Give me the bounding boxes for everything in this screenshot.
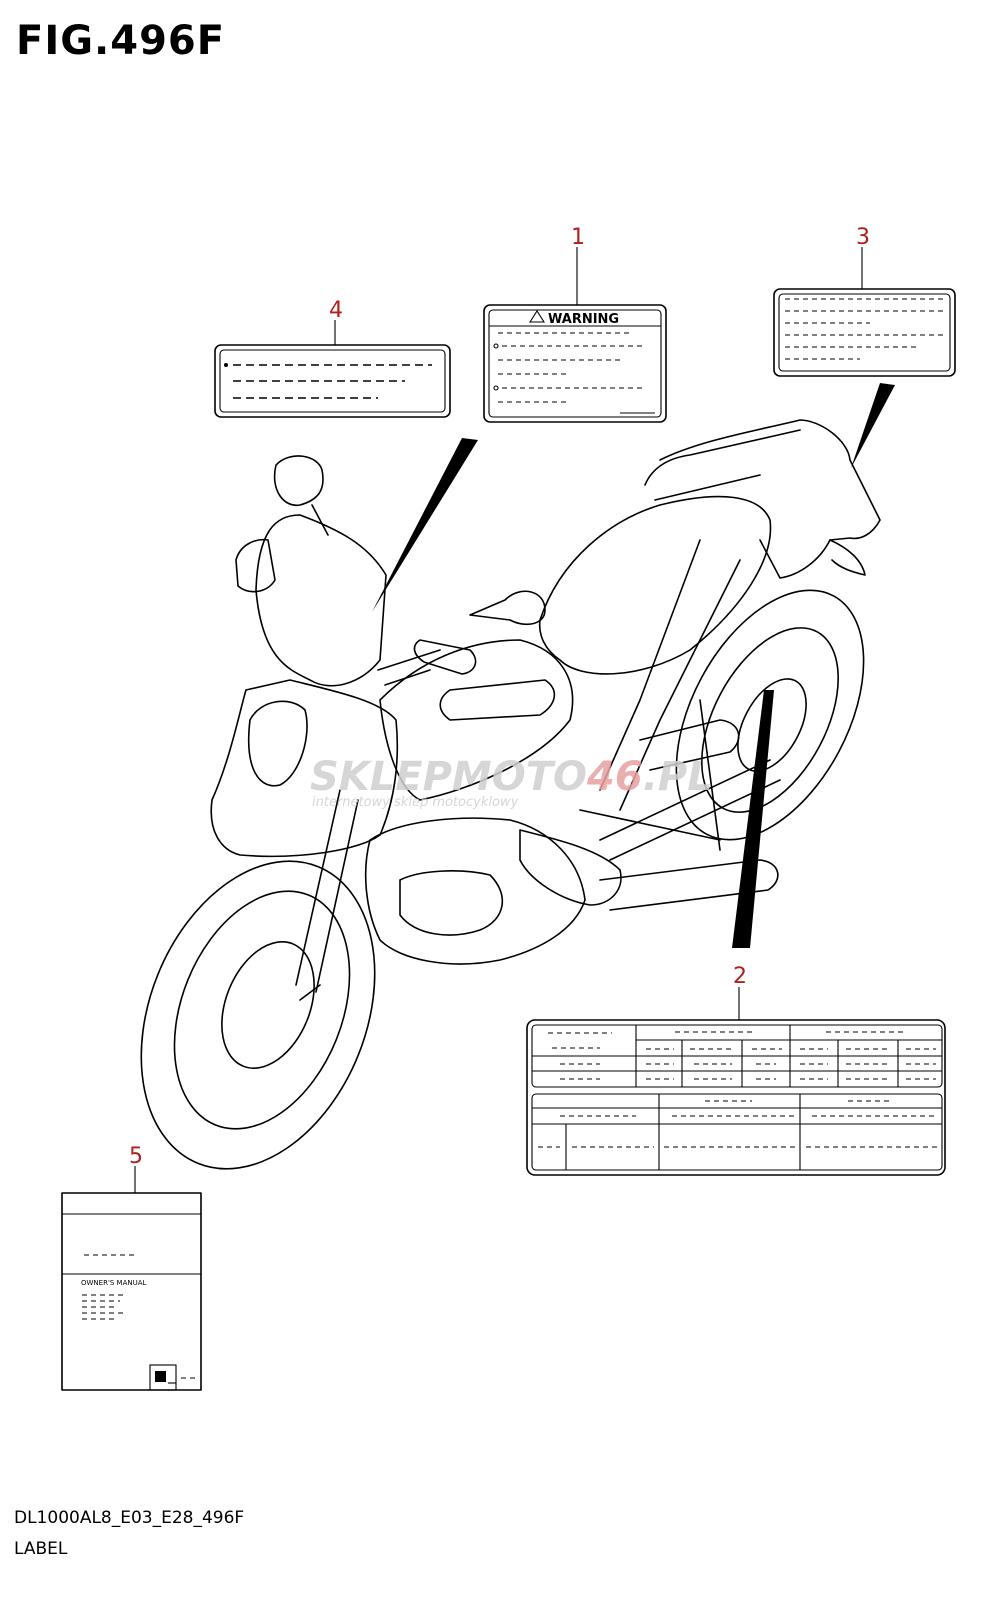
watermark: SKLEPMOTO46.PL internetowy sklep motocyk… — [310, 754, 713, 810]
warning-label-1: WARNING — [483, 304, 667, 423]
suzuki-logo-icon — [155, 1371, 166, 1382]
motorcycle-drawing — [140, 419, 881, 1170]
figure-title: FIG.496F — [16, 18, 226, 64]
watermark-brand-left: SKLEPMOTO — [310, 754, 587, 800]
info-label-2 — [526, 1019, 946, 1176]
callout-2: 2 — [733, 964, 747, 989]
watermark-tagline: internetowy sklep motocyklowy — [312, 795, 519, 810]
svg-text:SKLEPMOTO46.PL: SKLEPMOTO46.PL — [310, 754, 713, 800]
callout-1: 1 — [571, 225, 585, 250]
label-3 — [773, 288, 956, 377]
figure-code: DL1000AL8_E03_E28_496F — [14, 1508, 245, 1528]
watermark-brand-right: .PL — [643, 754, 713, 800]
callout-5: 5 — [129, 1144, 143, 1169]
label-4 — [214, 344, 451, 418]
pointer-wedges — [372, 383, 895, 948]
warning-text: WARNING — [548, 312, 619, 327]
manual-title-text: OWNER'S MANUAL — [81, 1279, 147, 1287]
callout-4: 4 — [329, 298, 343, 323]
callouts: 1 2 3 4 5 — [129, 225, 870, 1193]
watermark-brand-number: 46 — [586, 754, 643, 800]
figure-name: LABEL — [14, 1539, 68, 1559]
owners-manual-5: OWNER'S MANUAL — [61, 1192, 202, 1391]
callout-3: 3 — [856, 225, 870, 250]
warning-triangle-icon — [528, 309, 546, 323]
